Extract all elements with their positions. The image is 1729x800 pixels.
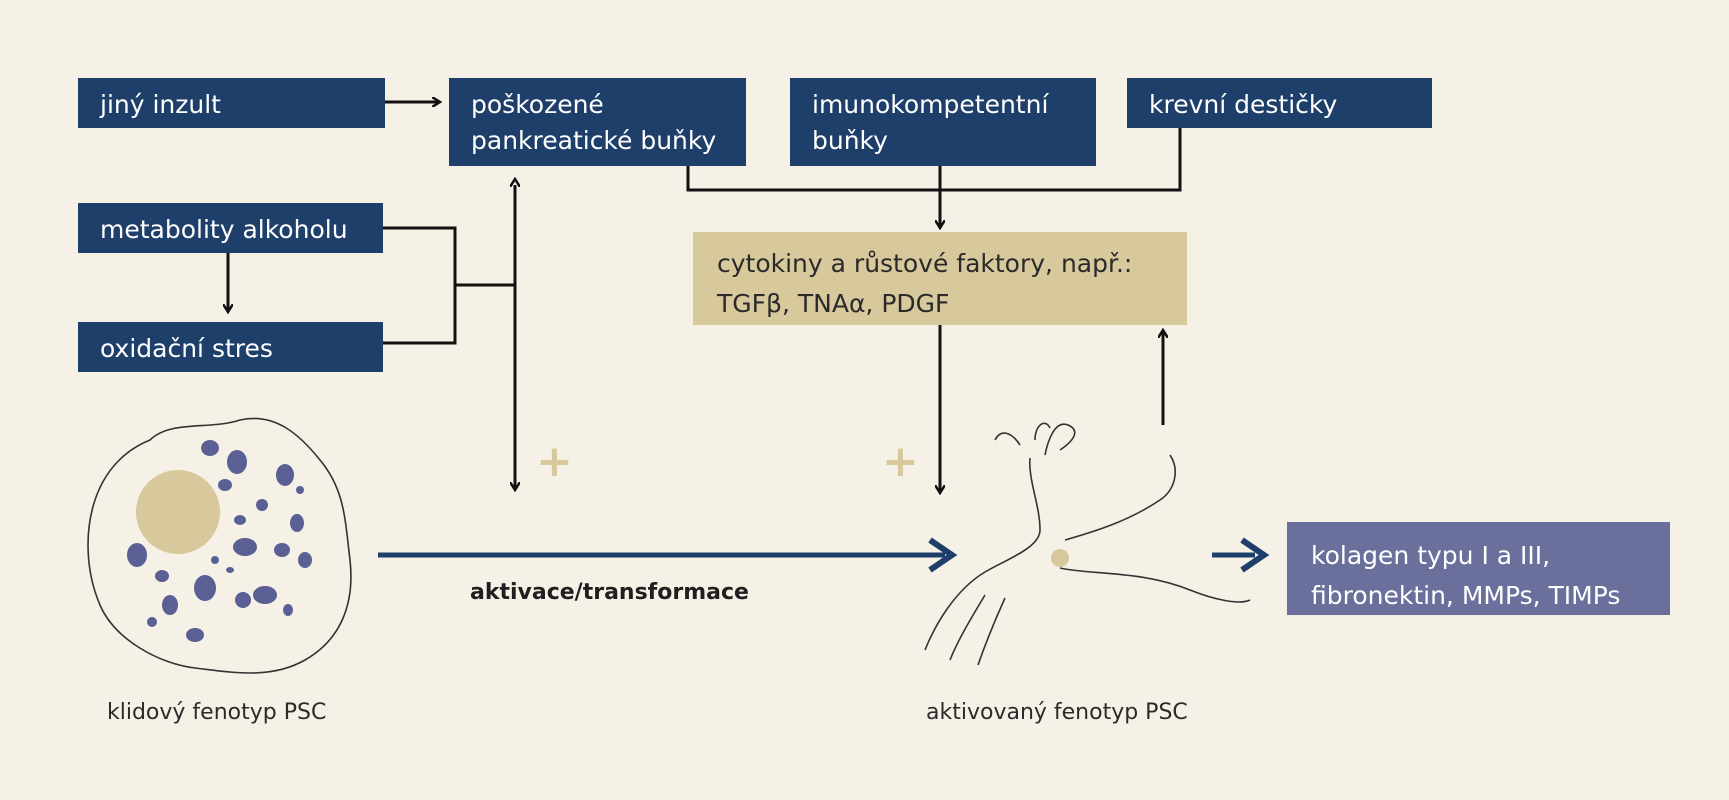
- join-line-sources: [686, 128, 1182, 192]
- box-alcohol-metabolites: metabolity alkoholu: [78, 203, 383, 253]
- box-platelets: krevní destičky: [1127, 78, 1432, 128]
- box-damaged-cells-line2: pankreatické buňky: [471, 126, 717, 155]
- box-products-line1: kolagen typu I a III,: [1311, 541, 1551, 570]
- box-immune-cells-line1: imunokompetentní: [812, 90, 1049, 119]
- box-damaged-cells: poškozené pankreatické buňky: [449, 78, 746, 166]
- arrow-products-head: [1240, 537, 1270, 573]
- box-immune-cells: imunokompetentní buňky: [790, 78, 1096, 166]
- label-activated-psc: aktivovaný fenotyp PSC: [926, 700, 1188, 725]
- label-quiescent-psc: klidový fenotyp PSC: [107, 700, 327, 725]
- plus-sign-left: +: [536, 436, 573, 487]
- box-other-insult: jiný inzult: [78, 78, 385, 128]
- box-oxidative-stress: oxidační stres: [78, 322, 383, 372]
- box-cytokines-line2: TGFβ, TNAα, PDGF: [717, 289, 950, 318]
- box-damaged-cells-line1: poškozené: [471, 90, 604, 119]
- box-alcohol-metabolites-text: metabolity alkoholu: [100, 215, 348, 244]
- box-other-insult-text: jiný inzult: [100, 90, 221, 119]
- quiescent-cell-illustration: [87, 417, 352, 674]
- label-activation: aktivace/transformace: [470, 580, 749, 605]
- activated-cell-nucleus: [1051, 549, 1069, 567]
- box-platelets-text: krevní destičky: [1149, 90, 1338, 119]
- box-products-line2: fibronektin, MMPs, TIMPs: [1311, 581, 1621, 610]
- box-immune-cells-line2: buňky: [812, 126, 888, 155]
- box-cytokines: cytokiny a růstové faktory, např.: TGFβ,…: [693, 232, 1187, 325]
- box-products: kolagen typu I a III, fibronektin, MMPs,…: [1287, 522, 1670, 615]
- bracket-alcohol-stress: [383, 226, 457, 345]
- box-cytokines-line1: cytokiny a růstové faktory, např.:: [717, 249, 1133, 278]
- arrow-activation-head: [928, 537, 958, 573]
- activated-cell-illustration: [924, 422, 1251, 666]
- box-oxidative-stress-text: oxidační stres: [100, 334, 273, 363]
- plus-sign-right: +: [882, 436, 919, 487]
